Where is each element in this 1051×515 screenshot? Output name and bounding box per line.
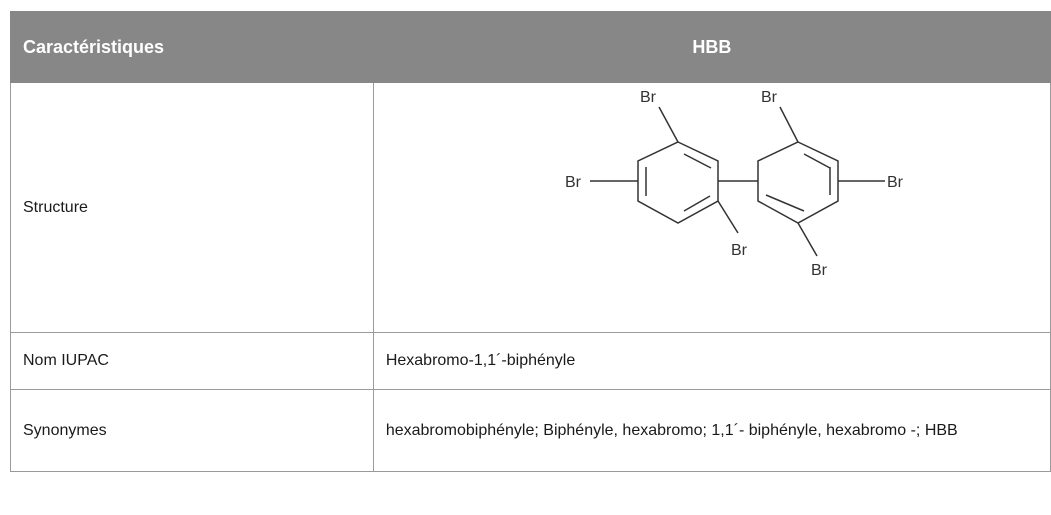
table-row-structure: Structure bbox=[10, 82, 1051, 333]
bond-br-1 bbox=[658, 106, 679, 143]
structure-cell: Br Br Br Br Br Br bbox=[372, 82, 1051, 333]
properties-table: Caractéristiques HBB Structure bbox=[10, 11, 1051, 472]
row-value-iupac: Hexabromo-1,1´-biphényle bbox=[372, 332, 1051, 390]
bond-br-3 bbox=[717, 200, 739, 234]
atom-label-br-3: Br bbox=[731, 242, 748, 259]
bond-br-4 bbox=[779, 106, 799, 143]
bond-br-6 bbox=[797, 222, 818, 257]
row-label-iupac: Nom IUPAC bbox=[10, 332, 374, 390]
header-characteristics: Caractéristiques bbox=[10, 11, 374, 83]
atom-label-br-1: Br bbox=[640, 89, 657, 106]
atom-label-br-2: Br bbox=[565, 174, 582, 191]
row-label-structure: Structure bbox=[10, 82, 374, 333]
atom-label-br-4: Br bbox=[761, 89, 778, 106]
right-benzene-ring bbox=[757, 141, 839, 224]
hexabromobiphenyl-structure: Br Br Br Br Br Br bbox=[565, 89, 904, 279]
table-row-synonyms: Synonymes hexabromobiphényle; Biphényle,… bbox=[10, 389, 1051, 472]
atom-label-br-5: Br bbox=[887, 174, 904, 191]
row-value-synonyms: hexabromobiphényle; Biphényle, hexabromo… bbox=[372, 389, 1051, 472]
table-header-row: Caractéristiques HBB bbox=[10, 11, 1051, 83]
atom-label-br-6: Br bbox=[811, 262, 828, 279]
left-benzene-ring bbox=[637, 141, 719, 224]
table-row-iupac: Nom IUPAC Hexabromo-1,1´-biphényle bbox=[10, 332, 1051, 390]
row-label-synonyms: Synonymes bbox=[10, 389, 374, 472]
header-compound: HBB bbox=[372, 11, 1051, 83]
